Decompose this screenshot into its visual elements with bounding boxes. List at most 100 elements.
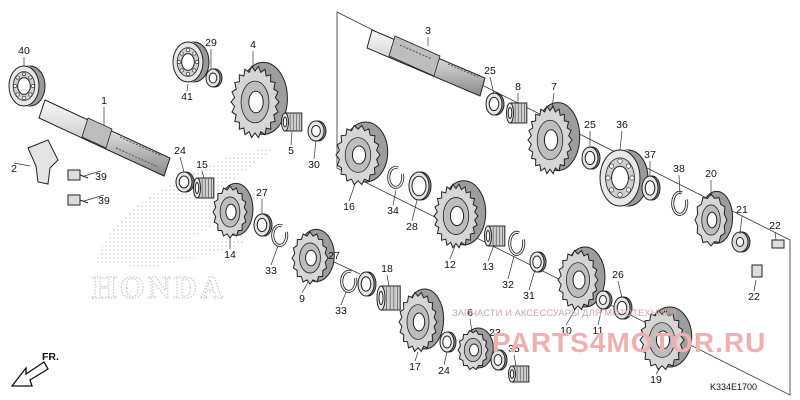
callout-25[interactable]: 25 bbox=[484, 65, 496, 77]
bolt-39-upper bbox=[67, 169, 89, 181]
leader-line-6 bbox=[469, 318, 473, 333]
callout-16[interactable]: 16 bbox=[343, 201, 355, 213]
callout-8[interactable]: 8 bbox=[515, 81, 521, 93]
callout-38[interactable]: 38 bbox=[673, 163, 685, 175]
bushing-5 bbox=[281, 112, 303, 132]
gear-12 bbox=[433, 180, 487, 249]
callout-24[interactable]: 24 bbox=[174, 145, 186, 157]
callout-20[interactable]: 20 bbox=[705, 168, 717, 180]
leader-line-12 bbox=[449, 245, 456, 260]
callout-5[interactable]: 5 bbox=[288, 145, 294, 157]
fixing-plate-21 bbox=[731, 231, 751, 253]
callout-28[interactable]: 28 bbox=[406, 221, 418, 233]
gear-6 bbox=[457, 327, 494, 371]
callout-4[interactable]: 4 bbox=[250, 39, 256, 51]
drive-sprocket-20 bbox=[694, 190, 734, 247]
leader-lines bbox=[13, 37, 777, 375]
callout-41[interactable]: 41 bbox=[181, 91, 193, 103]
leader-line-5 bbox=[290, 131, 293, 146]
callout-17[interactable]: 17 bbox=[409, 361, 421, 373]
stopper-plate bbox=[27, 139, 59, 185]
lock-washer-32 bbox=[508, 230, 526, 256]
callout-9[interactable]: 9 bbox=[299, 293, 305, 305]
leader-line-22 bbox=[753, 279, 757, 292]
callout-23[interactable]: 23 bbox=[489, 327, 501, 339]
callout-15[interactable]: 15 bbox=[196, 159, 208, 171]
callout-40[interactable]: 40 bbox=[18, 45, 30, 57]
washer-28 bbox=[408, 171, 432, 201]
leader-line-16 bbox=[348, 183, 356, 202]
callout-21[interactable]: 21 bbox=[736, 204, 748, 216]
leader-line-2 bbox=[13, 162, 31, 167]
leader-line-24 bbox=[179, 156, 185, 173]
gear-7 bbox=[527, 102, 581, 175]
leader-line-28 bbox=[411, 199, 418, 222]
callout-22[interactable]: 22 bbox=[748, 291, 760, 303]
washer-25-lower bbox=[581, 146, 601, 170]
gear-9 bbox=[291, 228, 335, 285]
bushing-35 bbox=[508, 365, 530, 383]
callout-39[interactable]: 39 bbox=[95, 171, 107, 183]
callout-6[interactable]: 6 bbox=[467, 307, 473, 319]
callout-37[interactable]: 37 bbox=[644, 149, 656, 161]
callout-35[interactable]: 35 bbox=[508, 343, 520, 355]
bearing-41 bbox=[172, 41, 210, 83]
callout-18[interactable]: 18 bbox=[381, 263, 393, 275]
leader-line-32 bbox=[507, 255, 515, 280]
callout-27[interactable]: 27 bbox=[256, 187, 268, 199]
callout-13[interactable]: 13 bbox=[482, 261, 494, 273]
callout-26[interactable]: 26 bbox=[612, 269, 624, 281]
callout-22[interactable]: 22 bbox=[769, 220, 781, 232]
callout-24[interactable]: 24 bbox=[438, 365, 450, 377]
leader-line-25 bbox=[489, 76, 495, 95]
callout-3[interactable]: 3 bbox=[425, 25, 431, 37]
front-direction-arrow: FR. bbox=[10, 351, 59, 387]
leader-line-33 bbox=[270, 245, 279, 266]
callout-33[interactable]: 33 bbox=[335, 305, 347, 317]
callout-34[interactable]: 34 bbox=[387, 205, 399, 217]
callout-27[interactable]: 27 bbox=[328, 250, 340, 262]
callout-25[interactable]: 25 bbox=[584, 119, 596, 131]
callout-10[interactable]: 10 bbox=[560, 325, 572, 337]
circlip-34 bbox=[387, 165, 405, 189]
bushing-18 bbox=[376, 285, 401, 311]
callout-32[interactable]: 32 bbox=[502, 279, 514, 291]
mainshaft bbox=[38, 99, 171, 177]
callout-14[interactable]: 14 bbox=[224, 249, 236, 261]
circlip-33-upper bbox=[271, 223, 289, 247]
leader-line-19 bbox=[655, 367, 661, 375]
watermark-top-line: ЗАПЧАСТИ И АКСЕССУАРЫ ДЛЯ МОТОТЕХНИКИ bbox=[452, 308, 677, 319]
leader-line-18 bbox=[386, 274, 390, 287]
callout-1[interactable]: 1 bbox=[101, 95, 107, 107]
callout-11[interactable]: 11 bbox=[593, 325, 604, 337]
leader-line-26 bbox=[617, 280, 623, 299]
bushing-13 bbox=[484, 225, 506, 247]
leader-line-10 bbox=[565, 307, 577, 326]
bushing-8 bbox=[506, 102, 528, 124]
callout-39[interactable]: 39 bbox=[98, 195, 110, 207]
watermark-bottom-line: PARTS4MOTOR.RU bbox=[492, 327, 766, 358]
leader-line-34 bbox=[392, 189, 397, 206]
leader-line-38 bbox=[678, 174, 681, 195]
callout-12[interactable]: 12 bbox=[444, 259, 456, 271]
callout-29[interactable]: 29 bbox=[205, 37, 217, 49]
callout-33[interactable]: 33 bbox=[265, 265, 277, 277]
gear-16 bbox=[335, 121, 389, 186]
leader-line-9 bbox=[301, 281, 309, 294]
callout-19[interactable]: 19 bbox=[650, 374, 662, 386]
leader-line-35 bbox=[513, 354, 517, 367]
callout-7[interactable]: 7 bbox=[551, 81, 557, 93]
leader-line-24 bbox=[443, 351, 448, 366]
bearing-36 bbox=[599, 149, 649, 207]
washer-24-lower bbox=[439, 331, 457, 353]
callout-31[interactable]: 31 bbox=[523, 290, 535, 302]
gear-14 bbox=[212, 182, 254, 239]
honda-logo-text: HONDA bbox=[92, 269, 226, 305]
callout-36[interactable]: 36 bbox=[616, 119, 628, 131]
callout-2[interactable]: 2 bbox=[11, 163, 17, 175]
gear-17 bbox=[398, 288, 445, 353]
washer-31 bbox=[529, 251, 547, 273]
washer-23 bbox=[490, 349, 508, 371]
callout-30[interactable]: 30 bbox=[308, 159, 320, 171]
